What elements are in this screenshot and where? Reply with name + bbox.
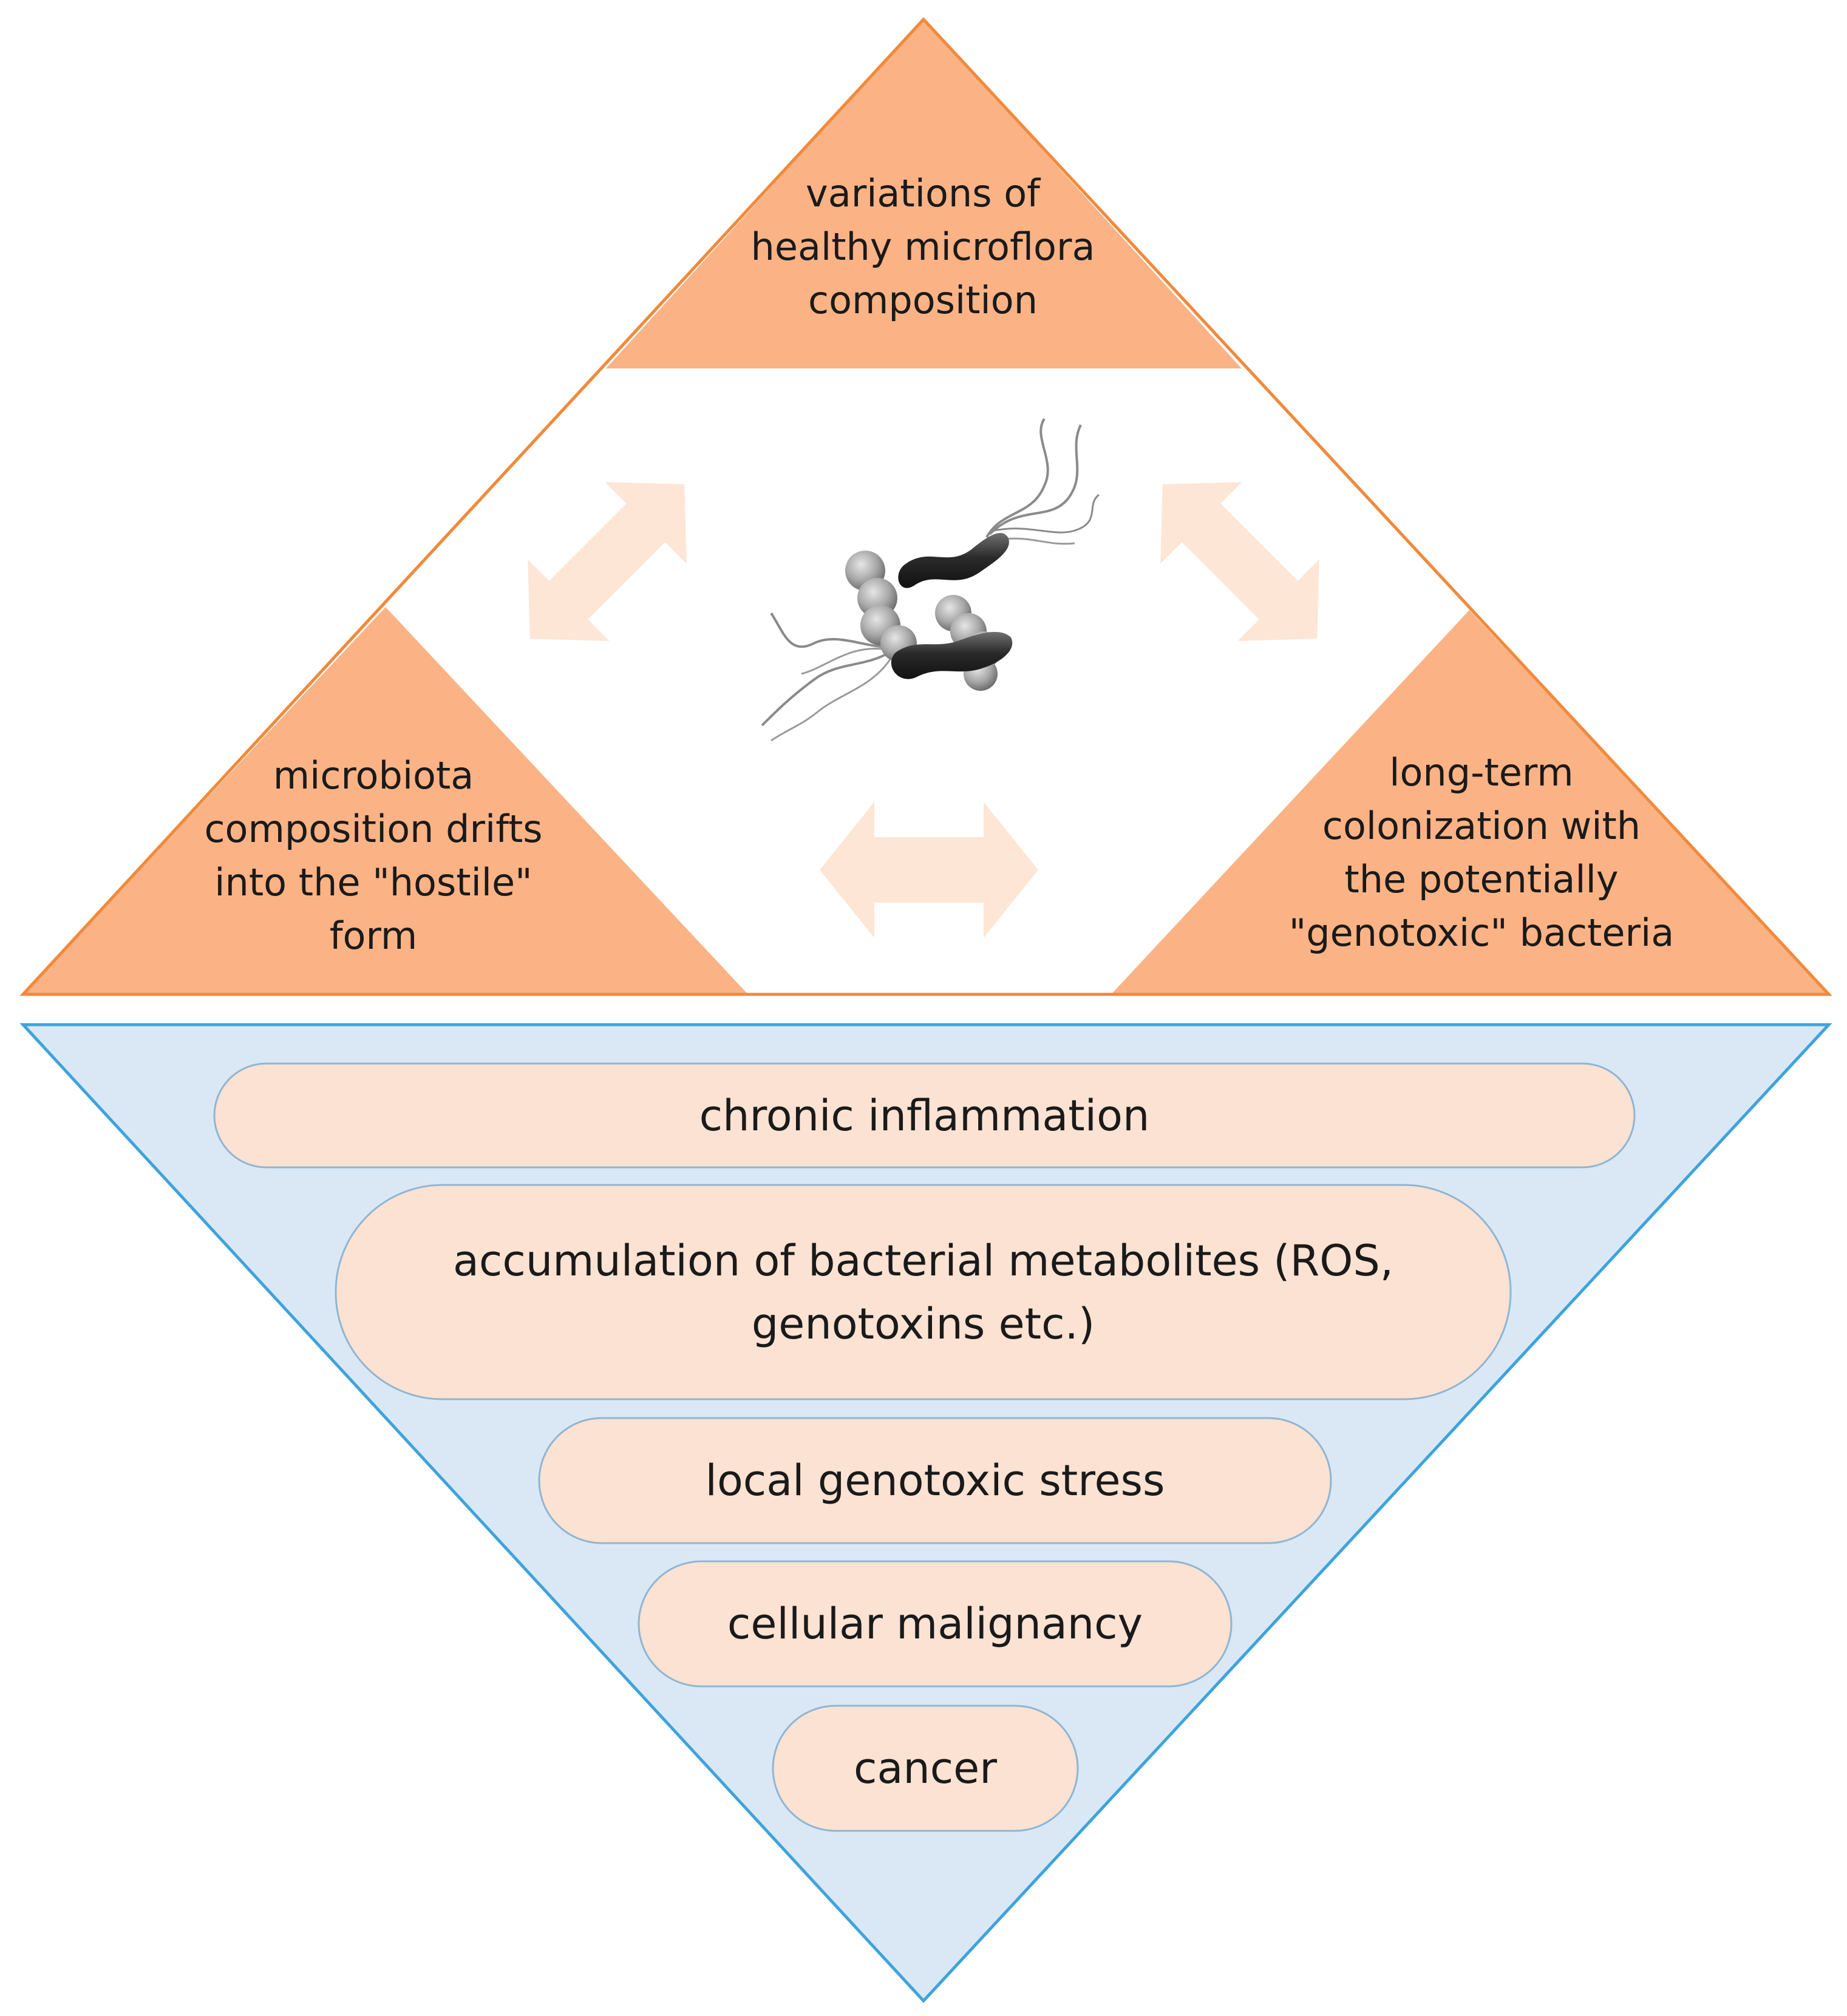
diagonal-double-arrow-right — [1160, 482, 1319, 641]
stage-label-2: accumulation of bacterial metabolites (R… — [452, 1235, 1394, 1349]
horizontal-double-arrow — [820, 802, 1038, 938]
left-factor-triangle — [23, 607, 748, 994]
stage-pill-1 — [213, 1062, 1636, 1169]
stage-label-4: cellular malignancy — [727, 1599, 1143, 1649]
top-factor-label: variations of healthy microflora composi… — [750, 171, 1095, 322]
stage-pill-5 — [772, 1705, 1079, 1832]
stage-label-5: cancer — [853, 1743, 998, 1793]
top-factor-triangle — [606, 19, 1242, 368]
stage-label-3: local genotoxic stress — [705, 1456, 1165, 1505]
stage-pill-3 — [538, 1417, 1332, 1544]
stage-pill-2 — [335, 1184, 1512, 1400]
diagonal-double-arrow-left — [528, 482, 687, 641]
bacteria-icon — [761, 418, 1100, 742]
right-factor-label: long-term colonization with the potentia… — [1288, 750, 1675, 955]
right-factor-triangle — [1111, 610, 1829, 994]
stage-pill-4 — [638, 1560, 1233, 1688]
left-factor-label: microbiota composition drifts into the "… — [204, 753, 543, 958]
stage-label-1: chronic inflammation — [699, 1090, 1150, 1141]
